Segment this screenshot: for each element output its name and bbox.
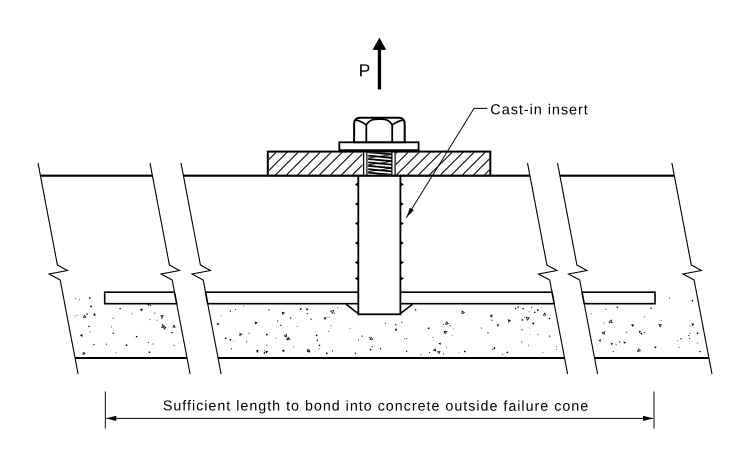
svg-text:Cast-in insert: Cast-in insert: [490, 102, 588, 118]
svg-text:Sufficient length to bond into: Sufficient length to bond into concrete …: [163, 398, 589, 414]
svg-text:P: P: [359, 60, 371, 80]
